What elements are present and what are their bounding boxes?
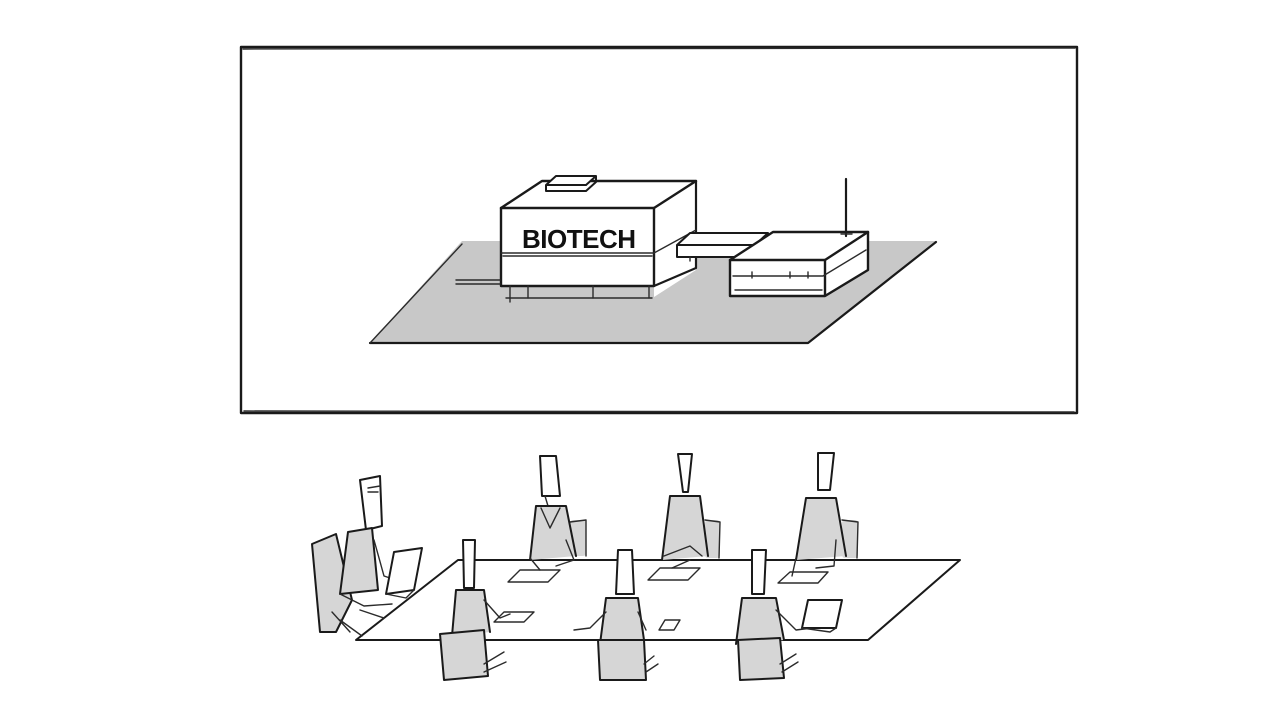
person-back-right: [791, 452, 859, 577]
person-back-center: [661, 453, 721, 569]
person-head-of-table: [311, 475, 423, 637]
paper-sheet: [647, 567, 701, 581]
paper-sheet: [507, 569, 561, 583]
biotech-campus-illustration: BIOTECH: [368, 175, 938, 345]
paper-sheet: [658, 619, 681, 631]
person-front-center: [573, 549, 659, 681]
secondary-building: [728, 177, 870, 298]
building-sign: BIOTECH: [522, 224, 636, 254]
paper-sheet: [777, 571, 829, 584]
papers: [493, 567, 829, 631]
person-back-left: [529, 455, 587, 571]
office-chair: [738, 638, 784, 680]
laptop: [801, 599, 843, 633]
office-chair: [312, 534, 352, 632]
main-building: BIOTECH: [455, 175, 698, 303]
laptop: [385, 547, 423, 599]
paper-sheet: [493, 611, 535, 623]
office-chair: [598, 640, 646, 680]
person-front-left: [439, 539, 511, 681]
person-front-right: [735, 549, 843, 681]
office-chair: [440, 630, 488, 680]
